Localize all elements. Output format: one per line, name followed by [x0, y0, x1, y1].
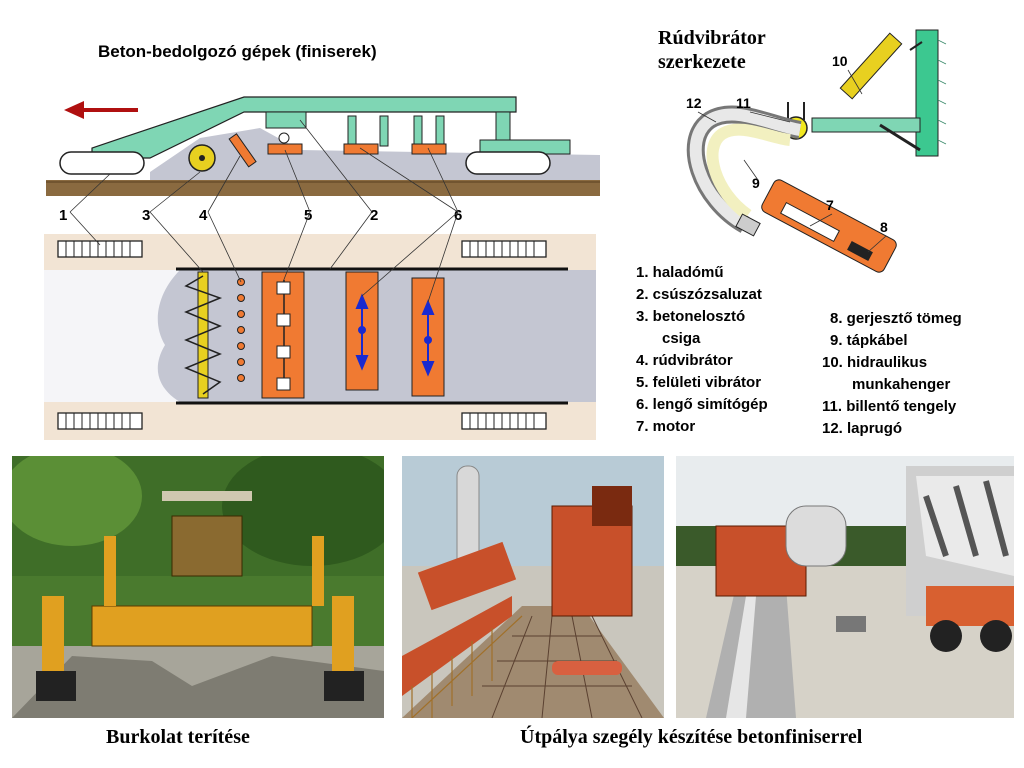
vibrator-callout-7: 7: [826, 197, 834, 213]
vibrator-leaders: [697, 69, 887, 253]
callout-3: 3: [142, 207, 150, 224]
legend-item-6: 6. lengő simítógép: [636, 396, 768, 413]
photo-paving-finisher: [12, 456, 384, 718]
legend-left: 1. haladómű 2. csúszózsaluzat 3. betonel…: [636, 262, 768, 438]
legend-item-3: 3. betonelosztó: [636, 308, 746, 325]
photo-curb-finisher-2: [676, 456, 1014, 718]
vibrator-callout-9: 9: [752, 175, 760, 191]
legend-item-3-cont: csiga: [662, 330, 701, 347]
front-track: [59, 151, 145, 175]
legend-item-8: 8. gerjesztő tömeg: [830, 310, 962, 327]
power-cable: [706, 123, 791, 220]
callout-4: 4: [199, 207, 208, 224]
callout-5: 5: [304, 207, 312, 224]
plan-track-front-right: [57, 412, 143, 430]
rod-vibrator-diagram: 10 12 11 9 7 8: [686, 29, 947, 273]
legend-item-12: 12. laprugó: [822, 420, 903, 437]
legend-item-10: 10. hidraulikus: [822, 354, 928, 371]
plan-track-front-left: [57, 240, 143, 258]
finisher-diagram-title: Beton-bedolgozó gépek (finiserek): [98, 42, 377, 61]
plan-track-rear-left: [461, 240, 547, 258]
vibrator-side: [228, 133, 257, 168]
mount-plate: [915, 29, 939, 157]
vibrators-plan: [237, 278, 245, 382]
smoothing-beam-side-2: [411, 143, 447, 155]
legend-item-7: 7. motor: [636, 418, 696, 435]
vibrator-diagram-title: Rúdvibrátor szerkezete: [658, 26, 766, 74]
photo-curb-finisher-1: [402, 456, 664, 718]
vibrator-callout-11: 11: [736, 95, 751, 111]
caption-curb: Útpálya szegély készítése betonfiniserre…: [520, 726, 863, 748]
surface-vibrator-side: [267, 143, 303, 155]
callout-leaders: [69, 119, 459, 303]
vibrator-callout-8: 8: [880, 219, 888, 235]
legend-item-11: 11. billentő tengely: [822, 398, 957, 415]
vibrator-title-line-1: Rúdvibrátor: [658, 27, 766, 49]
travel-direction-arrow: [64, 101, 138, 119]
vibrator-title-line-2: szerkezete: [658, 51, 746, 73]
hydraulic-cylinder: [839, 32, 903, 100]
legend-item-9: 9. tápkábel: [830, 332, 908, 349]
legend-item-1: 1. haladómű: [636, 264, 724, 281]
rear-track: [465, 151, 551, 175]
caption-paving: Burkolat terítése: [106, 726, 250, 748]
legend-item-10-cont: munkahenger: [852, 376, 951, 393]
callout-1: 1: [59, 207, 67, 224]
callout-6: 6: [454, 207, 462, 224]
legend-item-5: 5. felületi vibrátor: [636, 374, 762, 391]
callout-2: 2: [370, 207, 378, 224]
legend-item-2: 2. csúszózsaluzat: [636, 286, 762, 303]
plan-track-rear-right: [461, 412, 547, 430]
vibrator-callout-10: 10: [832, 53, 848, 69]
vibrator-callout-12: 12: [686, 95, 702, 111]
legend-item-4: 4. rúdvibrátor: [636, 352, 733, 369]
vibrator-arm: [811, 117, 921, 133]
legend-right: 8. gerjesztő tömeg 9. tápkábel 10. hidra…: [822, 308, 962, 440]
finisher-diagram: 1 3 4 5 2 6: [44, 96, 600, 440]
